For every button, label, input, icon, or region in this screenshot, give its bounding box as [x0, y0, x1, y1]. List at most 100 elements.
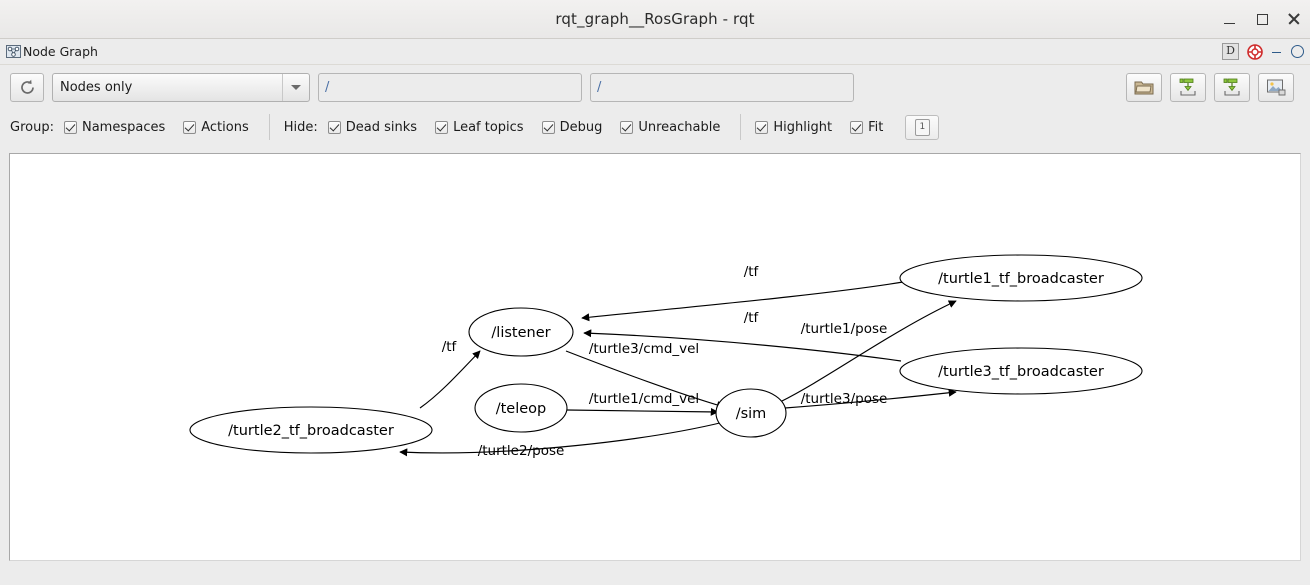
checkbox-dead-sinks-box[interactable]	[327, 120, 341, 134]
graph-node[interactable]: /turtle3_tf_broadcaster	[899, 347, 1143, 395]
graph-edge	[779, 300, 957, 403]
refresh-button[interactable]	[10, 72, 44, 102]
graph-edge	[583, 329, 902, 362]
load-dot-button[interactable]	[1126, 72, 1162, 102]
window-title: rqt_graph__RosGraph - rqt	[555, 10, 755, 28]
graph-edge	[566, 407, 719, 416]
dock-buttons: D	[1222, 43, 1304, 60]
graph-edge-label: /turtle2/pose	[478, 443, 565, 459]
graph-node-label: /turtle1_tf_broadcaster	[938, 271, 1104, 287]
dock-close-button[interactable]	[1291, 45, 1304, 58]
graph-node-label: /turtle2_tf_broadcaster	[228, 423, 394, 439]
folder-open-icon	[1134, 81, 1154, 95]
checkbox-namespaces-label: Namespaces	[81, 119, 166, 135]
checkbox-debug-label: Debug	[559, 119, 603, 135]
checkbox-leaf-topics-box[interactable]	[435, 120, 449, 134]
graph-edge-label: /tf	[744, 264, 760, 280]
hide-label: Hide:	[283, 119, 318, 135]
graph-node-shape[interactable]	[715, 388, 787, 438]
save-image-button[interactable]	[1258, 72, 1294, 102]
graph-edge-label: /turtle3/pose	[801, 391, 888, 407]
graph-edge-label: /turtle1/cmd_vel	[589, 391, 699, 407]
graph-node-shape[interactable]	[899, 347, 1143, 395]
checkbox-namespaces[interactable]: Namespaces	[63, 119, 166, 135]
checkbox-highlight-box[interactable]	[755, 120, 769, 134]
dock-widget-header: Node Graph D	[0, 39, 1310, 65]
checkbox-unreachable-box[interactable]	[620, 120, 634, 134]
graph-node-label: /teleop	[496, 401, 547, 417]
graph-edge	[581, 281, 904, 322]
refresh-icon	[20, 79, 34, 94]
graph-node[interactable]: /sim	[715, 388, 787, 438]
toolbar-divider-2	[740, 114, 742, 140]
checkbox-namespaces-box[interactable]	[63, 120, 77, 134]
graph-edge-label: /tf	[744, 310, 760, 326]
graph-node[interactable]: /turtle2_tf_broadcaster	[189, 406, 433, 454]
graph-node-shape[interactable]	[468, 307, 574, 357]
graph-edge-label: /turtle3/cmd_vel	[589, 341, 699, 357]
dock-d-button[interactable]: D	[1222, 43, 1239, 60]
dock-title-group: Node Graph	[6, 44, 98, 59]
window-minimize-icon[interactable]	[1222, 11, 1238, 27]
graph-node-label: /turtle3_tf_broadcaster	[938, 364, 1104, 380]
checkbox-leaf-topics-label: Leaf topics	[453, 119, 524, 135]
graph-node-label: /sim	[736, 406, 767, 422]
graph-node-shape[interactable]	[189, 406, 433, 454]
graph-node-shape[interactable]	[899, 254, 1143, 302]
checkbox-unreachable[interactable]: Unreachable	[620, 120, 720, 135]
graph-edge	[399, 421, 725, 457]
checkbox-actions[interactable]: Actions	[183, 120, 249, 135]
graph-canvas[interactable]: /tf/tf/tf/turtle3/cmd_vel/turtle1/cmd_ve…	[9, 153, 1301, 561]
graph-nodes: /listener/teleop/sim/turtle2_tf_broadcas…	[189, 254, 1143, 454]
toolbar-divider-1	[268, 114, 270, 140]
graph-type-select[interactable]: Nodes onlyNodes/Topics (active)Nodes/Top…	[52, 72, 310, 102]
save-dot-button[interactable]	[1170, 72, 1206, 102]
ros-graph-svg[interactable]: /tf/tf/tf/turtle3/cmd_vel/turtle1/cmd_ve…	[10, 154, 1300, 560]
toolbar-right-buttons	[1126, 72, 1300, 102]
checkbox-actions-box[interactable]	[183, 120, 197, 134]
checkbox-debug[interactable]: Debug	[541, 119, 603, 135]
checkbox-fit[interactable]: Fit	[850, 120, 883, 135]
graph-edge	[784, 388, 957, 409]
graph-edge-label: /tf	[442, 339, 458, 355]
graph-edge-label: /turtle1/pose	[801, 321, 888, 337]
checkbox-highlight-label: Highlight	[773, 119, 833, 135]
filter-toolbar: Group: Namespaces Actions Hide: Dead sin…	[0, 109, 1310, 145]
zoom-100-button[interactable]: 1	[905, 114, 940, 140]
graph-node[interactable]: /listener	[468, 307, 574, 357]
window-close-icon[interactable]	[1286, 11, 1302, 27]
checkbox-actions-label: Actions	[201, 119, 249, 135]
checkbox-dead-sinks[interactable]: Dead sinks	[327, 119, 418, 135]
save-as-dot-button[interactable]	[1214, 72, 1250, 102]
checkbox-leaf-topics[interactable]: Leaf topics	[435, 120, 524, 135]
window-titlebar: rqt_graph__RosGraph - rqt	[0, 0, 1310, 39]
graph-toolbar: Nodes onlyNodes/Topics (active)Nodes/Top…	[0, 65, 1310, 109]
node-filter-input[interactable]	[318, 72, 582, 102]
graph-node-label: /listener	[491, 325, 550, 341]
checkbox-fit-label: Fit	[868, 119, 884, 135]
save-as-dot-icon	[1223, 78, 1240, 96]
graph-node-shape[interactable]	[474, 383, 568, 433]
graph-node[interactable]: /turtle1_tf_broadcaster	[899, 254, 1143, 302]
node-graph-icon	[6, 44, 21, 59]
checkbox-highlight[interactable]: Highlight	[755, 120, 832, 135]
graph-type-combo-wrap: Nodes onlyNodes/Topics (active)Nodes/Top…	[52, 72, 310, 102]
window-controls	[1222, 0, 1302, 38]
window-maximize-icon[interactable]	[1254, 11, 1270, 27]
topic-filter-input[interactable]	[590, 72, 854, 102]
group-label: Group:	[10, 119, 54, 135]
checkbox-debug-box[interactable]	[541, 120, 555, 134]
help-lifebuoy-icon[interactable]	[1247, 43, 1263, 60]
checkbox-unreachable-label: Unreachable	[638, 119, 721, 135]
dock-title-label: Node Graph	[23, 44, 98, 59]
zoom-100-label: 1	[914, 118, 930, 136]
dock-minimize-button[interactable]	[1271, 46, 1283, 58]
save-image-icon	[1267, 79, 1286, 96]
graph-edge	[565, 350, 725, 409]
graph-edges: /tf/tf/tf/turtle3/cmd_vel/turtle1/cmd_ve…	[399, 264, 957, 459]
checkbox-fit-box[interactable]	[850, 120, 864, 134]
graph-node[interactable]: /teleop	[474, 383, 568, 433]
save-dot-icon	[1179, 78, 1196, 96]
checkbox-dead-sinks-label: Dead sinks	[345, 119, 418, 135]
